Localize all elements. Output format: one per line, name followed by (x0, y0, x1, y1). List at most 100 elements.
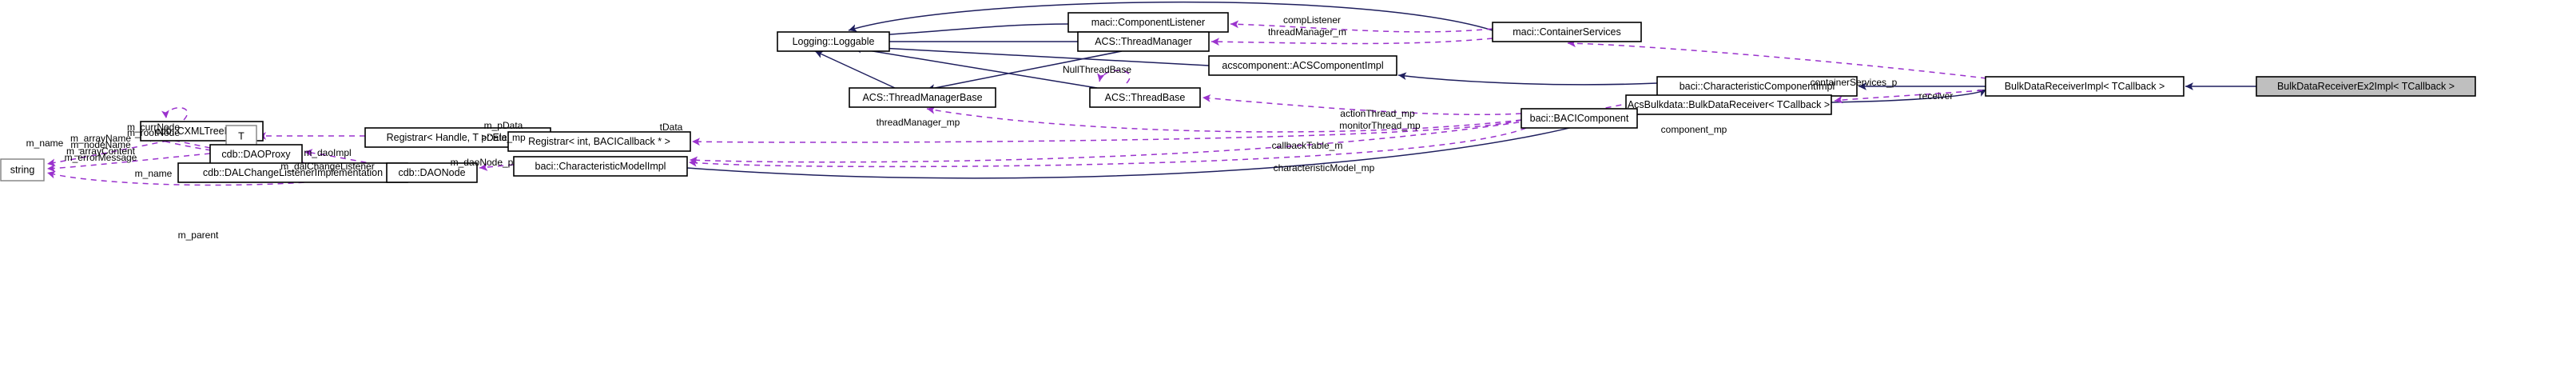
class-node-label: AcsBulkdata::BulkDataReceiver< TCallback… (1628, 99, 1830, 110)
edge-label-threadmanager_mp: threadManager_mp (877, 117, 960, 128)
edge-label-m_name_bottom: m_name (135, 168, 173, 179)
edge-label-nullthreadbase: NullThreadBase (1063, 64, 1131, 75)
edge-charcompimpl-charmodelimpl (689, 95, 1663, 165)
edge-containerservices-threadmanager (1210, 38, 1493, 46)
edge-bacicomponent-threadmanagerbase (926, 106, 1522, 133)
class-node-daoproxy[interactable]: cdb::DAOProxy (209, 144, 303, 165)
edge-label-m_arraycontent: m_arrayContent (66, 146, 136, 157)
class-node-stringnode[interactable]: string (0, 158, 45, 182)
class-node-label: baci::CharacteristicComponentImpl (1680, 81, 1835, 92)
edge-label-m_pdata: m_pData (484, 120, 523, 131)
edge-label-complistener: compListener (1283, 14, 1341, 26)
edge-bacicomponent-registrarbaci (691, 119, 1522, 146)
class-node-label: Registrar< int, BACICallback * > (528, 136, 670, 147)
class-node-label: BulkDataReceiverImpl< TCallback > (2005, 81, 2165, 92)
class-node-label: string (10, 164, 35, 175)
edge-bulkrecvimpl-acsbulkdata (1834, 87, 2014, 104)
class-node-label: baci::CharacteristicModelImpl (535, 161, 666, 172)
class-node-threadbase[interactable]: ACS::ThreadBase (1089, 87, 1201, 108)
class-node-box[interactable] (177, 162, 408, 183)
class-node-label: cdb::DAOProxy (221, 149, 291, 160)
class-node-charcompimpl[interactable]: baci::CharacteristicComponentImpl (1656, 76, 1858, 97)
edge-label-m_nodename: m_nodeName (70, 139, 131, 150)
edge-label-tdata: tData (660, 122, 683, 133)
class-node-box[interactable] (1625, 94, 1832, 115)
class-node-label: maci::ContainerServices (1513, 26, 1620, 38)
edge-threadmanagerbase-to-loggable (814, 50, 896, 89)
class-node-box[interactable] (1985, 76, 2184, 97)
edge-label-m_rootnode: m_rootNode (127, 127, 180, 138)
class-node-box[interactable] (225, 125, 257, 148)
class-node-loggable[interactable]: Logging::Loggable (777, 31, 890, 52)
edge-label-callbacktable_m: callbackTable_m (1272, 140, 1343, 151)
edge-label-m_parent: m_parent (178, 229, 219, 241)
class-node-label: cdb::DAONode (398, 167, 465, 178)
class-node-box[interactable] (1521, 108, 1638, 129)
class-node-label: BulkDataReceiverEx2Impl< TCallback > (2277, 81, 2455, 92)
class-node-daonode[interactable]: cdb::DAONode (386, 162, 478, 183)
class-node-acsbulkdatarecv[interactable]: AcsBulkdata::BulkDataReceiver< TCallback… (1625, 94, 1832, 115)
class-node-box[interactable] (1208, 55, 1397, 76)
edge-acscomponentimpl-to-charcompimpl (1397, 72, 1658, 86)
class-node-containerservices[interactable]: maci::ContainerServices (1492, 22, 1642, 42)
edge-label-m_daonode_p: m_daoNode_p (451, 157, 514, 168)
edge-acscomponentimpl-to-loggable (849, 42, 1210, 66)
edge-label-layer: compListenerthreadManager_mcontainerServ… (26, 14, 1954, 241)
class-node-label: cdb::CXMLTreeNode (155, 126, 248, 137)
edge-label-receiver: receiver (1919, 90, 1954, 102)
edge-nullthreadbase-self (1097, 70, 1131, 84)
class-node-box[interactable] (513, 156, 688, 177)
edge-label-containerservices_p: containerServices_p (1811, 77, 1898, 88)
class-node-box[interactable] (1089, 87, 1201, 108)
class-node-box[interactable] (777, 31, 890, 52)
edge-threadmanager-to-threadmanagerbase (926, 50, 1123, 92)
edge-label-m_currnode: m_currNode (127, 122, 180, 133)
class-node-box[interactable] (849, 87, 996, 108)
edge-label-monitorthread_mp: monitorThread_mp (1339, 120, 1421, 131)
edge-charmodelimpl-daonode (479, 163, 515, 171)
edge-label-m_dalchangelistener: m_dalChangeListener (280, 161, 374, 172)
class-node-bulkrecvimpl[interactable]: BulkDataReceiverImpl< TCallback > (1985, 76, 2184, 97)
edge-label-m_daoimpl: m_daoImpl (304, 147, 351, 158)
class-node-box[interactable] (386, 162, 478, 183)
class-node-acscomponentimpl[interactable]: acscomponent::ACSComponentImpl (1208, 55, 1397, 76)
class-node-box[interactable] (2256, 76, 2476, 97)
edge-containerservices-to-loggable (848, 1, 1493, 32)
class-node-bacicomponent[interactable]: baci::BACIComponent (1521, 108, 1638, 129)
edge-cxmltreenode-string (46, 140, 169, 167)
class-node-componentlistener[interactable]: maci::ComponentListener (1067, 12, 1229, 33)
usage-edges (46, 20, 2014, 186)
class-node-ttype[interactable]: T (225, 125, 257, 148)
class-node-box[interactable] (507, 131, 691, 152)
class-node-threadmanager[interactable]: ACS::ThreadManager (1077, 31, 1210, 52)
class-node-threadmanagerbase[interactable]: ACS::ThreadManagerBase (849, 87, 996, 108)
class-node-registrarbaci[interactable]: Registrar< int, BACICallback * > (507, 131, 691, 152)
edge-label-pdata_mp: pData_mp (481, 132, 526, 143)
edge-bulkrecv-containerservices (1567, 39, 1987, 79)
class-node-label: T (238, 130, 244, 142)
class-node-label: Logging::Loggable (793, 36, 875, 47)
class-node-label: baci::BACIComponent (1530, 113, 1629, 124)
edge-label-characteristicmodel_mp: characteristicModel_mp (1274, 162, 1375, 174)
edge-threadbase-to-loggable (853, 45, 1098, 89)
edge-bacicomponent-charmodelimpl (688, 127, 1527, 168)
edge-label-actionthread_mp: actionThread_mp (1340, 108, 1415, 119)
node-layer: maci::ComponentListenermaci::ContainerSe… (0, 12, 2476, 183)
edge-label-m_arrayname: m_arrayName (70, 133, 131, 144)
edge-bacicomponent-threadbase-action (1202, 94, 1522, 116)
class-node-charmodelimpl[interactable]: baci::CharacteristicModelImpl (513, 156, 688, 177)
class-node-label: acscomponent::ACSComponentImpl (1222, 60, 1383, 71)
class-node-box[interactable] (1492, 22, 1642, 42)
class-node-box[interactable] (0, 158, 45, 182)
class-node-bulkrecvex2impl[interactable]: BulkDataReceiverEx2Impl< TCallback > (2256, 76, 2476, 97)
class-node-box[interactable] (209, 144, 303, 165)
class-node-box[interactable] (1077, 31, 1210, 52)
class-node-label: maci::ComponentListener (1091, 17, 1205, 28)
class-node-label: ACS::ThreadManagerBase (862, 92, 982, 103)
edge-daoproxy-string (46, 153, 211, 173)
class-node-label: ACS::ThreadManager (1095, 36, 1192, 47)
class-node-dalchangelistener[interactable]: cdb::DALChangeListenerImplementation (177, 162, 408, 183)
edge-label-component_mp: component_mp (1661, 124, 1727, 135)
